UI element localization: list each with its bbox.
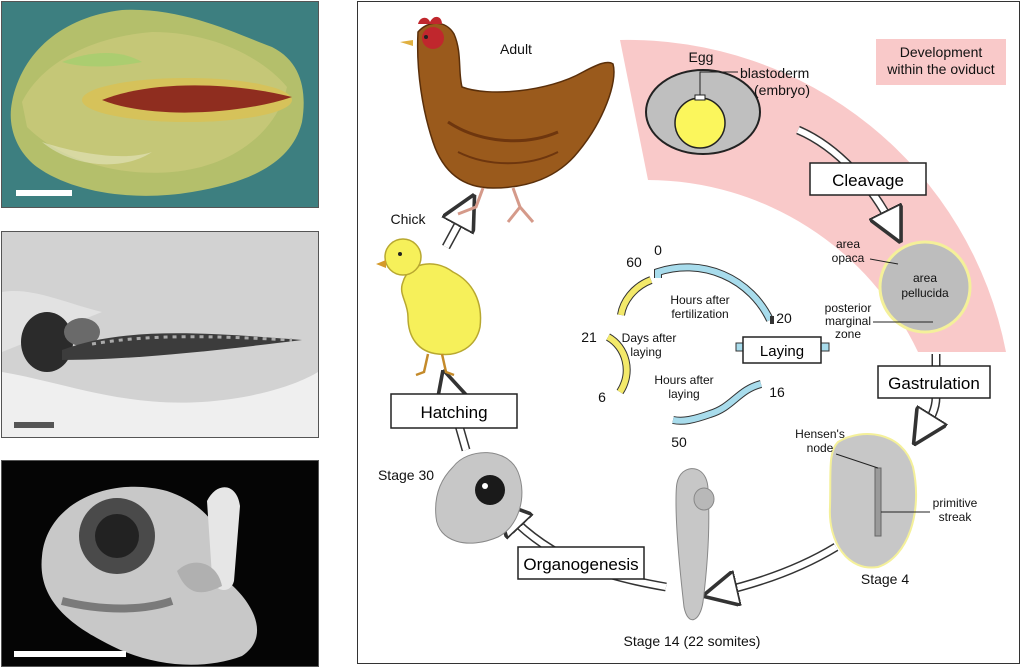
organogenesis-box [517,546,645,580]
stage-30-label: Stage 30 [378,467,434,483]
pmz-label-1: posterior [825,301,872,315]
primitive-streak-label-2: streak [939,510,973,524]
area-pellucida-label-1: area [913,271,937,285]
egg-yolk [674,97,726,149]
hensens-node-label-2: node [807,441,834,455]
egg-label: Egg [689,49,714,65]
stage-30-eye-highlight [482,483,488,489]
arrow-4-to-14 [720,544,838,592]
days-arc-top [618,277,653,316]
stage-4-embryo [828,433,917,569]
area-opaca-leader [869,258,899,265]
stage-30-eye [475,475,505,505]
stage-4-label: Stage 4 [861,571,909,587]
tick-21: 21 [581,329,597,345]
chick-life-cycle-diagram: Development within the oviduct Egg blast… [357,1,1020,664]
hensens-node-leader [835,453,879,469]
tick-20: 20 [776,310,792,326]
hours-fertilization-label-1: Hours after [670,293,729,307]
gastrulation-label: Gastrulation [888,374,980,393]
days-laying-label-2: laying [630,345,661,359]
hours-fertilization-arc [655,264,773,322]
hensens-node-label-1: Hensen's [795,427,845,441]
hatching-label: Hatching [420,403,487,422]
scale-bar [14,422,54,428]
photo-stage-4-embryo [1,1,319,208]
oviduct-label-line-2: within the oviduct [886,61,995,77]
cleavage-box [809,162,927,196]
area-opaca-label-2: opaca [832,251,865,265]
photo-stage-30-embryo [1,460,319,667]
photo-stage-14-embryo [1,231,319,438]
stage-14-label: Stage 14 (22 somites) [624,633,761,649]
blastoderm-label-1: blastoderm [740,65,809,81]
oviduct-label-line-1: Development [900,44,983,60]
cleavage-label: Cleavage [832,171,904,190]
blastoderm-disc [878,240,972,334]
laying-box [742,336,822,364]
scale-bar [16,190,72,196]
tick-50: 50 [671,434,687,450]
gastrulation-box [877,365,991,399]
tick-16: 16 [769,384,785,400]
hours-laying-label-2: laying [668,387,699,401]
adult-hen-illustration [400,16,615,223]
area-opaca-label-1: area [836,237,860,251]
hours-laying-arc [672,381,762,424]
adult-label: Adult [500,41,532,57]
organogenesis-label: Organogenesis [523,555,638,574]
area-pellucida-label-2: pellucida [901,286,949,300]
days-arc-bottom [606,334,630,394]
tick-0: 0 [654,242,662,258]
days-laying-label-1: Days after [622,331,677,345]
blastoderm-label-2: (embryo) [754,82,810,98]
primitive-streak-label-1: primitive [933,496,978,510]
blastoderm-spot [694,94,706,101]
pmz-label-2: marginal [825,314,871,328]
primitive-streak-shape [874,467,882,537]
hours-fertilization-label-2: fertilization [671,307,728,321]
laying-connector-right [820,342,830,352]
chick-illustration [376,238,482,377]
blastoderm-leader [699,71,738,95]
stage-14-optic-vesicle [693,487,715,511]
scale-bar [14,651,126,657]
tick-60: 60 [626,254,642,270]
arrow-chick-to-adult [446,210,466,249]
pmz-label-3: zone [835,327,861,341]
hours-laying-label-1: Hours after [654,373,713,387]
oviduct-label-box [876,39,1006,85]
laying-label: Laying [760,343,804,360]
chick-label: Chick [390,211,426,227]
hatching-box [390,393,518,429]
tick-6: 6 [598,389,606,405]
